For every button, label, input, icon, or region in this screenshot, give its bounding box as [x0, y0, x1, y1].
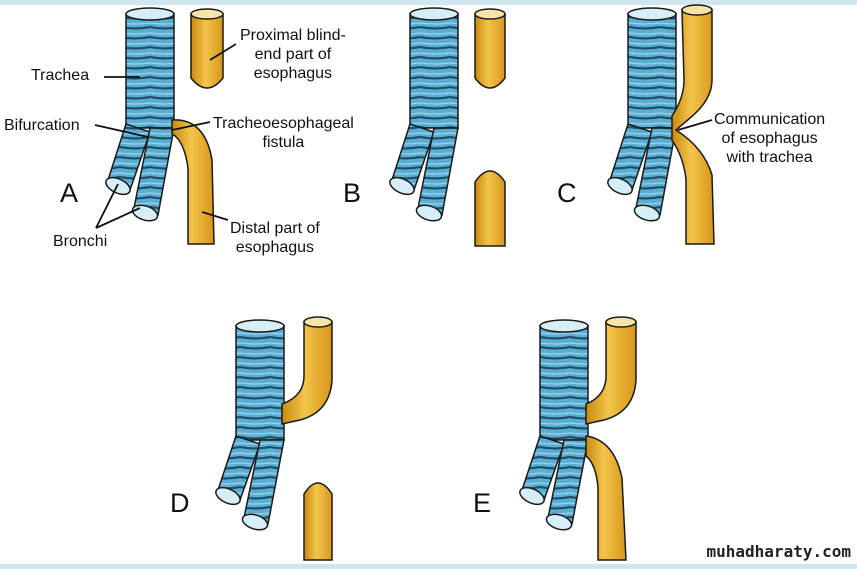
panel-a-trachea — [125, 7, 175, 129]
panel-label-e: E — [473, 488, 492, 518]
panel-a-art — [105, 7, 224, 245]
distal-esophagus-label: Distal part of esophagus — [230, 220, 320, 256]
panel-a-proximal-esophagus — [190, 8, 224, 89]
bronchi-leader-right — [95, 207, 141, 229]
communication-leader — [677, 119, 713, 131]
panel-e-art — [519, 316, 637, 561]
panel-label-b: B — [343, 178, 362, 208]
distal-leader — [201, 211, 229, 221]
communication-label: Communication of esophagus with trachea — [714, 111, 826, 166]
bronchi-leader-left — [95, 183, 119, 229]
trachea-label: Trachea — [31, 67, 90, 84]
leader-lines — [94, 43, 713, 229]
panel-label-d: D — [170, 488, 190, 518]
bifurcation-label: Bifurcation — [4, 117, 80, 134]
panel-a-bronchi — [105, 123, 175, 222]
proximal-esophagus-label: Proximal blind- end part of esophagus — [240, 27, 346, 82]
bifurcation-leader — [94, 124, 149, 138]
watermark-text: muhadharaty.com — [706, 542, 852, 561]
bottom-border — [0, 564, 857, 569]
fistula-leader — [171, 121, 211, 131]
fistula-label: Tracheoesophageal fistula — [213, 115, 354, 151]
panel-c-art — [607, 4, 715, 245]
panel-d-art — [215, 316, 333, 561]
proximal-leader — [209, 43, 237, 61]
panel-label-a: A — [60, 178, 79, 208]
panel-b-art — [389, 7, 506, 247]
bronchi-label: Bronchi — [53, 233, 108, 250]
panel-label-c: C — [557, 178, 577, 208]
panel-a-distal-esophagus — [171, 119, 215, 245]
top-border — [0, 0, 857, 5]
